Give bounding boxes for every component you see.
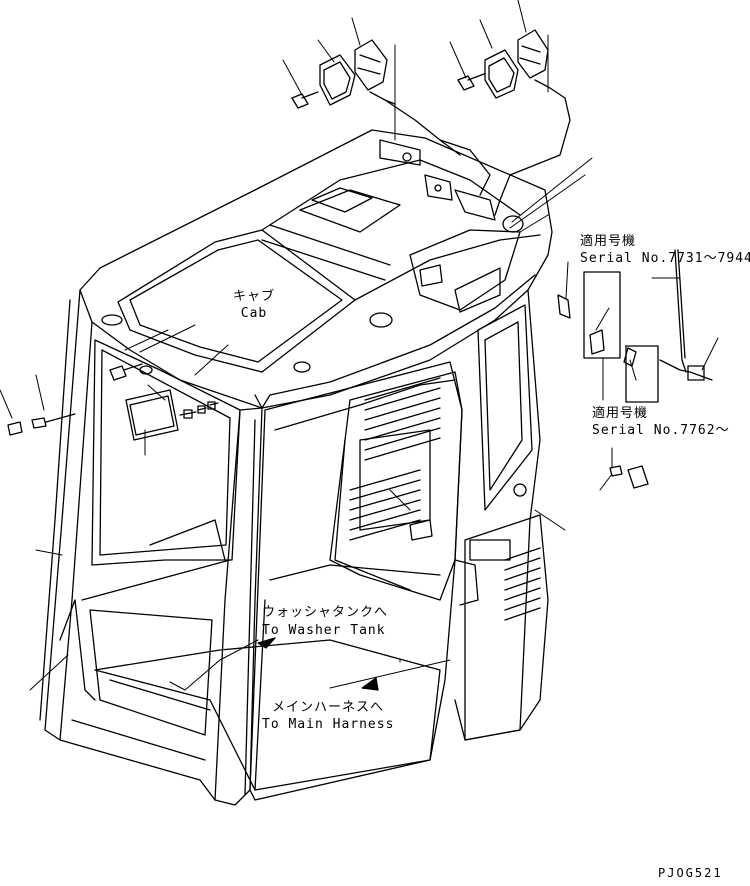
skylight-glass: [129, 239, 343, 363]
main-harness-label-en: To Main Harness: [262, 717, 395, 732]
serial-1-range: Serial No.7731～7944: [580, 251, 750, 266]
lamp-housing: [354, 39, 388, 91]
roof-plug: [293, 361, 311, 373]
left-front-pillar: [44, 289, 93, 741]
work-lamp: [109, 363, 219, 441]
serial-box-1: [583, 271, 621, 359]
bolt: [291, 91, 319, 109]
cab-body: [39, 129, 553, 806]
skylight-frame: [117, 229, 356, 373]
cab-label-jp: キャブ: [232, 289, 275, 304]
leader-lines: [0, 0, 719, 691]
bolt: [109, 363, 143, 381]
bolt: [409, 519, 433, 541]
lamp-body: [125, 389, 179, 441]
cab-label-en: Cab: [240, 306, 268, 321]
roof-plug: [101, 314, 123, 326]
right-window: [477, 304, 533, 511]
lamp-housing: [517, 29, 549, 79]
rear-wall: [329, 371, 463, 601]
rear-louvres: [349, 377, 441, 541]
roof-plug: [502, 215, 524, 233]
arrow-to-harness: [361, 677, 379, 691]
roof-cover: [409, 229, 521, 311]
lamp-lens: [319, 54, 356, 106]
side-louvres: [504, 547, 541, 621]
drawing-code: PJOG521: [658, 866, 723, 880]
main-harness-label-jp: メインハーネスへ: [272, 700, 385, 715]
side-panel: [464, 514, 549, 741]
cab-floor: [94, 639, 441, 791]
side-bolt: [7, 413, 76, 436]
serial-1-title: 適用号機: [580, 234, 637, 249]
bolt: [457, 73, 485, 91]
washer-tank-label-en: To Washer Tank: [262, 623, 386, 638]
roof-bracket: [379, 139, 496, 221]
roof-plug: [369, 312, 393, 328]
roof-lamp-left: [291, 39, 461, 156]
bolt: [419, 264, 443, 287]
cab-door: [249, 361, 463, 801]
mirror-stay: [557, 249, 713, 489]
right-pillar: [454, 289, 541, 741]
antenna: [674, 249, 687, 373]
lamp-lens: [484, 49, 519, 99]
center-pillar: [214, 407, 263, 806]
serial-box-2: [625, 345, 659, 403]
washer: [609, 465, 623, 477]
serial-2-title: 適用号機: [592, 406, 649, 421]
serial-2-range: Serial No.7762～: [592, 423, 730, 438]
harness: [59, 599, 96, 701]
washer-tank-label-jp: ウォッシャタンクへ: [262, 605, 389, 620]
left-window: [91, 339, 241, 566]
roof-lamp-right: [457, 29, 571, 216]
arrow-to-washer: [257, 637, 276, 649]
side-handle: [469, 539, 511, 561]
bolt: [627, 465, 649, 489]
